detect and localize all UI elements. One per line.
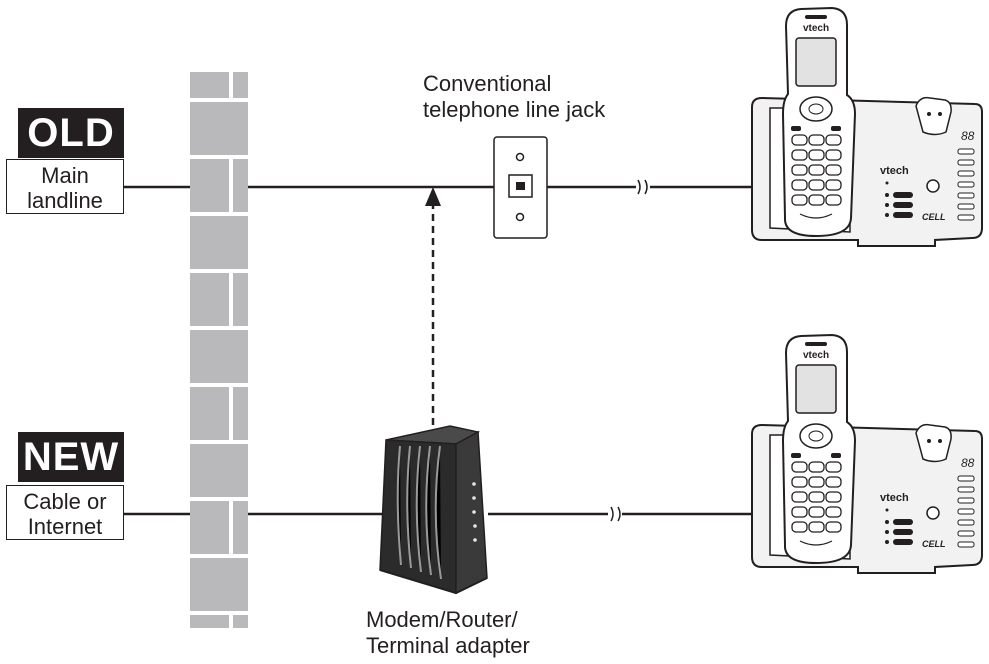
handset-brand-label: vtech (803, 23, 829, 34)
base-display: 88 (961, 129, 975, 143)
modem-label: Modem/Router/ Terminal adapter (366, 607, 530, 659)
line-break-icon (637, 179, 648, 195)
cable-internet-box: Cable or Internet (6, 485, 124, 540)
old-badge: OLD (18, 108, 124, 158)
modem-icon (379, 425, 488, 595)
cable-internet-label-line1: Cable or (23, 489, 107, 514)
main-landline-label-line2: landline (27, 188, 103, 213)
handset-brand-label: vtech (803, 350, 829, 361)
wall-jack-icon (493, 136, 548, 239)
jack-label-line1: Conventional (423, 71, 552, 96)
cordless-phone-icon: 88 vtech CELL vtech (751, 6, 983, 247)
cordless-phone-icon: 88 vtech CELL vtech (751, 333, 983, 574)
main-landline-label-line1: Main (41, 163, 89, 188)
dashed-arrow-icon (425, 187, 441, 425)
line-break-icon (610, 506, 621, 522)
jack-label: Conventional telephone line jack (423, 71, 605, 123)
modem-label-line1: Modem/Router/ (366, 607, 518, 632)
cell-logo: CELL (922, 539, 946, 549)
modem-label-line2: Terminal adapter (366, 633, 530, 658)
new-badge: NEW (18, 432, 124, 482)
cable-internet-label-line2: Internet (27, 514, 103, 539)
main-landline-box: Main landline (6, 159, 124, 214)
brick-wall-icon (190, 72, 248, 628)
jack-label-line2: telephone line jack (423, 97, 606, 122)
base-brand-label: vtech (880, 165, 909, 177)
base-display: 88 (961, 456, 975, 470)
base-brand-label: vtech (880, 492, 909, 504)
cell-logo: CELL (922, 212, 946, 222)
